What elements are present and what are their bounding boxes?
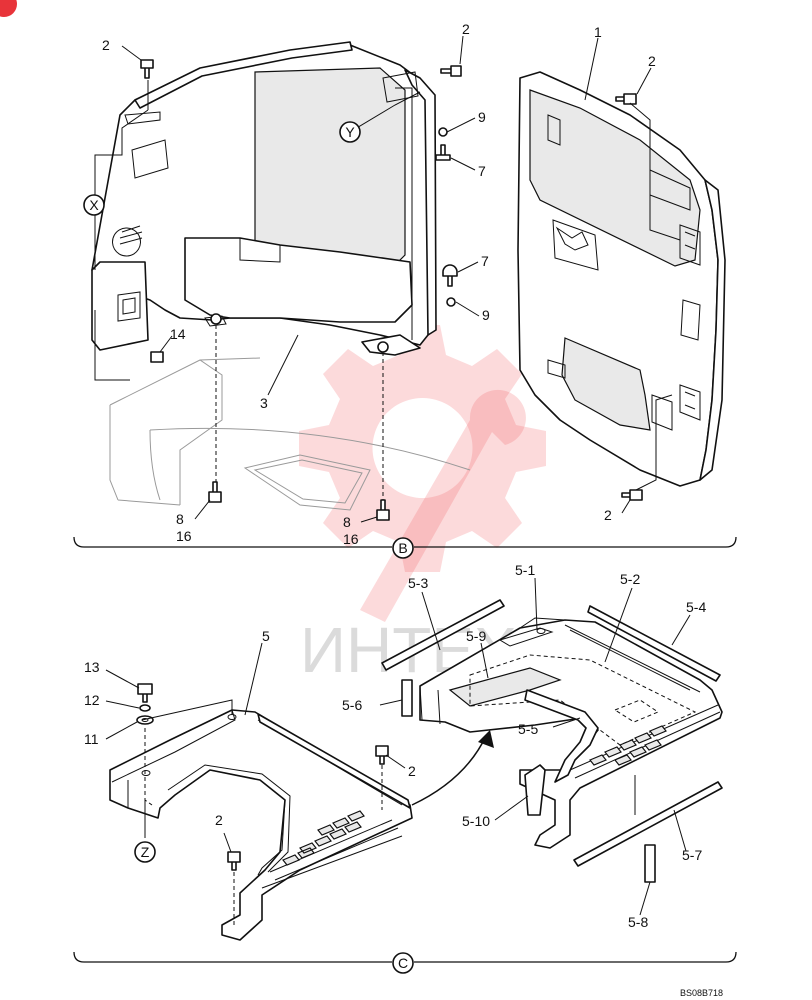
callout: 8 <box>176 511 184 527</box>
upper-leaders <box>121 35 652 523</box>
callout: 11 <box>84 731 99 747</box>
callout: 2 <box>102 37 110 53</box>
callout: 5 <box>262 628 270 644</box>
callout: 5-9 <box>466 628 486 644</box>
floor-grille-right <box>569 704 721 779</box>
callout: 5-7 <box>682 847 702 863</box>
corner-badge <box>0 0 17 17</box>
callout: 16 <box>343 531 359 547</box>
callout: 7 <box>481 253 489 269</box>
watermark-gear-icon <box>299 325 546 572</box>
view-c-drawing <box>109 599 723 941</box>
callout: 2 <box>462 21 470 37</box>
seal-strip-5-3 <box>381 599 505 671</box>
callout: 2 <box>408 763 416 779</box>
callout: 13 <box>84 659 100 675</box>
watermark: ИНТЕХ <box>299 325 546 686</box>
floor-pan-part-5-9 <box>448 667 562 707</box>
callout: 3 <box>260 395 268 411</box>
callout: 1 <box>594 24 602 40</box>
detail-marker-y: Y <box>345 124 355 140</box>
callout: 5-6 <box>342 697 362 713</box>
upper-callouts: 2 2 2 1 2 9 7 7 9 14 3 8 16 8 16 2 <box>102 21 656 547</box>
section-marker-b: B <box>398 540 407 556</box>
callout: 8 <box>343 514 351 530</box>
watermark-wrench-icon <box>360 389 526 622</box>
seal-strip-5-7 <box>573 781 723 867</box>
callout: 2 <box>604 507 612 523</box>
section-marker-c: C <box>398 955 408 971</box>
bracket-5-10 <box>524 764 546 816</box>
callout: 5-5 <box>518 721 538 737</box>
detail-marker-x: X <box>89 197 99 213</box>
callout: 9 <box>478 109 486 125</box>
pad-5-8 <box>644 844 656 883</box>
callout: 5-10 <box>462 813 490 829</box>
floor-grille-left <box>261 810 403 889</box>
callout: 2 <box>215 812 223 828</box>
callout: 14 <box>170 326 186 342</box>
rear-cover-inset <box>254 67 406 271</box>
lower-leaders <box>105 577 691 916</box>
callout: 7 <box>478 163 486 179</box>
section-bracket-c: C <box>73 951 737 974</box>
detail-marker-z: Z <box>141 844 150 860</box>
lower-callouts: 5-3 5-1 5-2 5-4 5 5-9 5-6 5-5 13 12 11 2… <box>84 562 706 930</box>
floor-pipe-part-5-5 <box>524 689 599 783</box>
figure-code: BS08B718 <box>680 988 723 998</box>
callout: 2 <box>648 53 656 69</box>
view-b-drawing <box>91 41 726 521</box>
callout: 5-1 <box>515 562 535 578</box>
callout: 12 <box>84 692 100 708</box>
callout: 9 <box>482 307 490 323</box>
callout: 16 <box>176 528 192 544</box>
section-bracket-b: B <box>73 536 737 559</box>
vent-grille <box>112 225 143 257</box>
seal-strip-5-4 <box>587 605 721 682</box>
detail-markers: X Y Z <box>83 121 361 863</box>
callout: 5-3 <box>408 575 428 591</box>
callout: 5-4 <box>686 599 706 615</box>
upper-fasteners <box>140 59 643 521</box>
pad-5-6 <box>401 679 413 717</box>
callout: 5-2 <box>620 571 640 587</box>
callout: 5-8 <box>628 914 648 930</box>
floor-plate-left <box>109 709 413 941</box>
